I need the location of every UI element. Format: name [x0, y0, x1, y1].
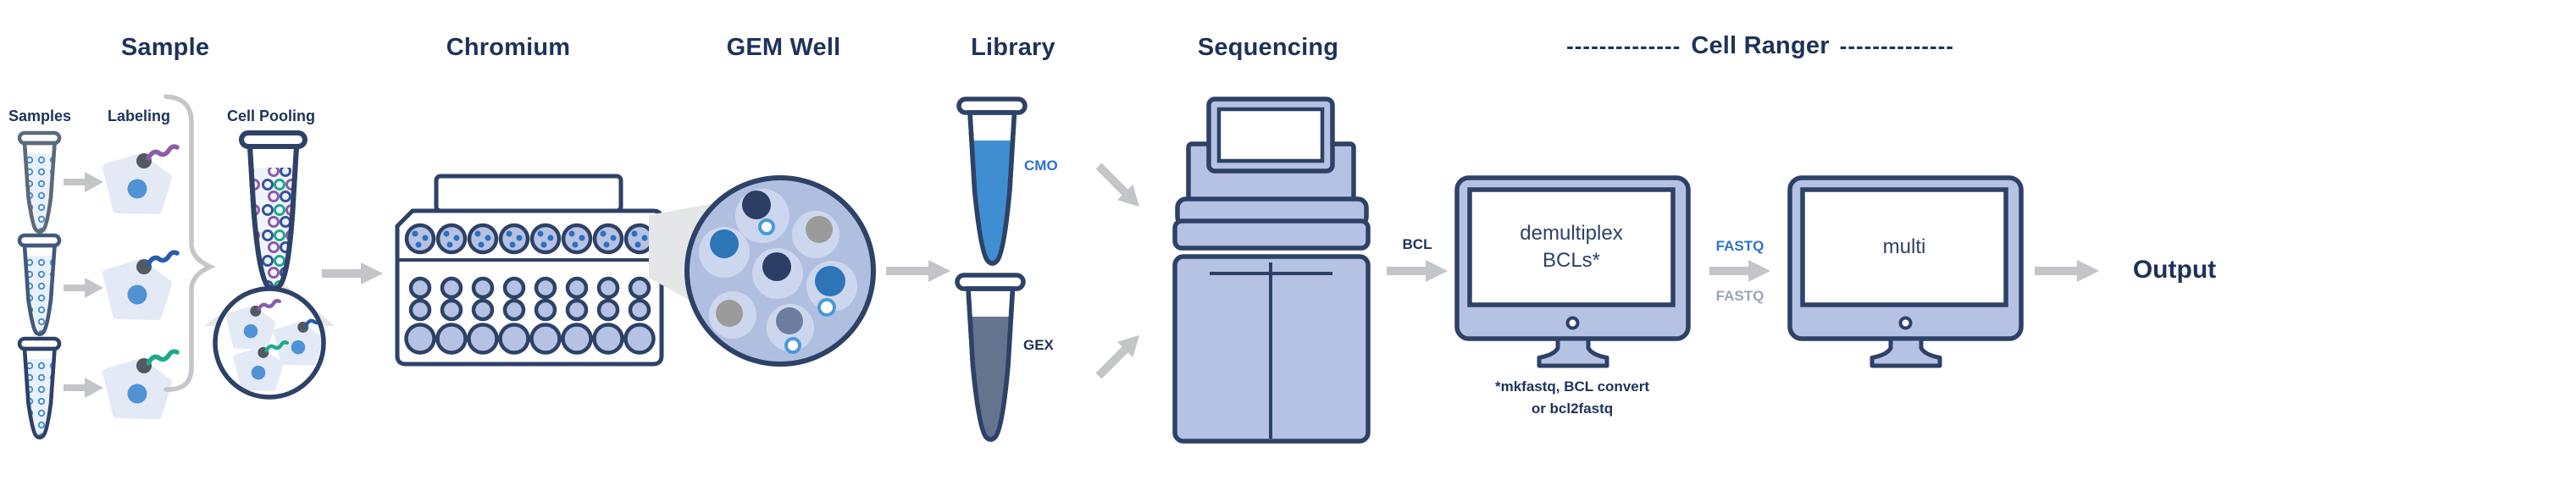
gex-tube-icon — [957, 275, 1023, 452]
bcl-file-label: BCL — [1402, 236, 1432, 252]
sequencer-icon — [1172, 97, 1371, 444]
cmo-library-label: CMO — [1024, 157, 1058, 174]
multi-screen-text: multi — [1803, 190, 2006, 305]
demultiplex-line2: BCLs* — [1542, 249, 1601, 272]
flow-arrow-icon — [886, 260, 950, 282]
flow-arrow-icon — [1709, 260, 1770, 282]
output-label: Output — [2132, 256, 2217, 284]
labeling-column-label: Labeling — [107, 108, 171, 124]
gem-well-icon — [649, 175, 876, 367]
chromium-section-title: Chromium — [446, 34, 571, 61]
demultiplex-screen-text: demultiplex BCLs* — [1470, 190, 1673, 305]
brace-icon — [163, 94, 216, 392]
fastq-file-label-gray: FASTQ — [1715, 288, 1764, 304]
cell-pooling-column-label: Cell Pooling — [226, 108, 316, 124]
flow-arrow-icon — [1387, 260, 1448, 282]
multi-command-label: multi — [1882, 235, 1926, 258]
chromium-chip-icon — [395, 174, 664, 367]
sample-tube-icon — [19, 133, 59, 444]
cell-ranger-dashes-left: -------------- — [1566, 33, 1681, 58]
gem-well-section-title: GEM Well — [726, 34, 841, 61]
footnote-line1: *mkfastq, BCL convert — [1494, 378, 1650, 395]
flow-arrow-icon — [64, 172, 103, 398]
well-dots — [412, 230, 648, 248]
sequencing-section-title: Sequencing — [1197, 34, 1339, 61]
flow-arrow-icon — [1095, 163, 1140, 379]
library-section-title: Library — [971, 34, 1055, 61]
cmo-tube-icon — [959, 99, 1025, 276]
fastq-file-label-blue: FASTQ — [1715, 238, 1764, 254]
footnote-line2: or bcl2fastq — [1531, 400, 1614, 417]
labeled-cell-icon — [107, 144, 180, 415]
demultiplex-footnote: *mkfastq, BCL convert or bcl2fastq — [1495, 376, 1649, 421]
cell-ranger-title: Cell Ranger — [1691, 32, 1830, 59]
magnifier-circle-icon — [213, 286, 326, 400]
cell-ranger-dashes-right: -------------- — [1839, 33, 1954, 58]
flow-arrow-icon — [2035, 260, 2099, 282]
demultiplex-line1: demultiplex — [1520, 221, 1623, 245]
sample-section-title: Sample — [120, 34, 210, 61]
gex-library-label: GEX — [1023, 337, 1054, 353]
samples-column-label: Samples — [8, 108, 72, 124]
cell-ranger-header: -------------- Cell Ranger -------------… — [1566, 32, 1954, 60]
flow-arrow-icon — [322, 262, 383, 284]
